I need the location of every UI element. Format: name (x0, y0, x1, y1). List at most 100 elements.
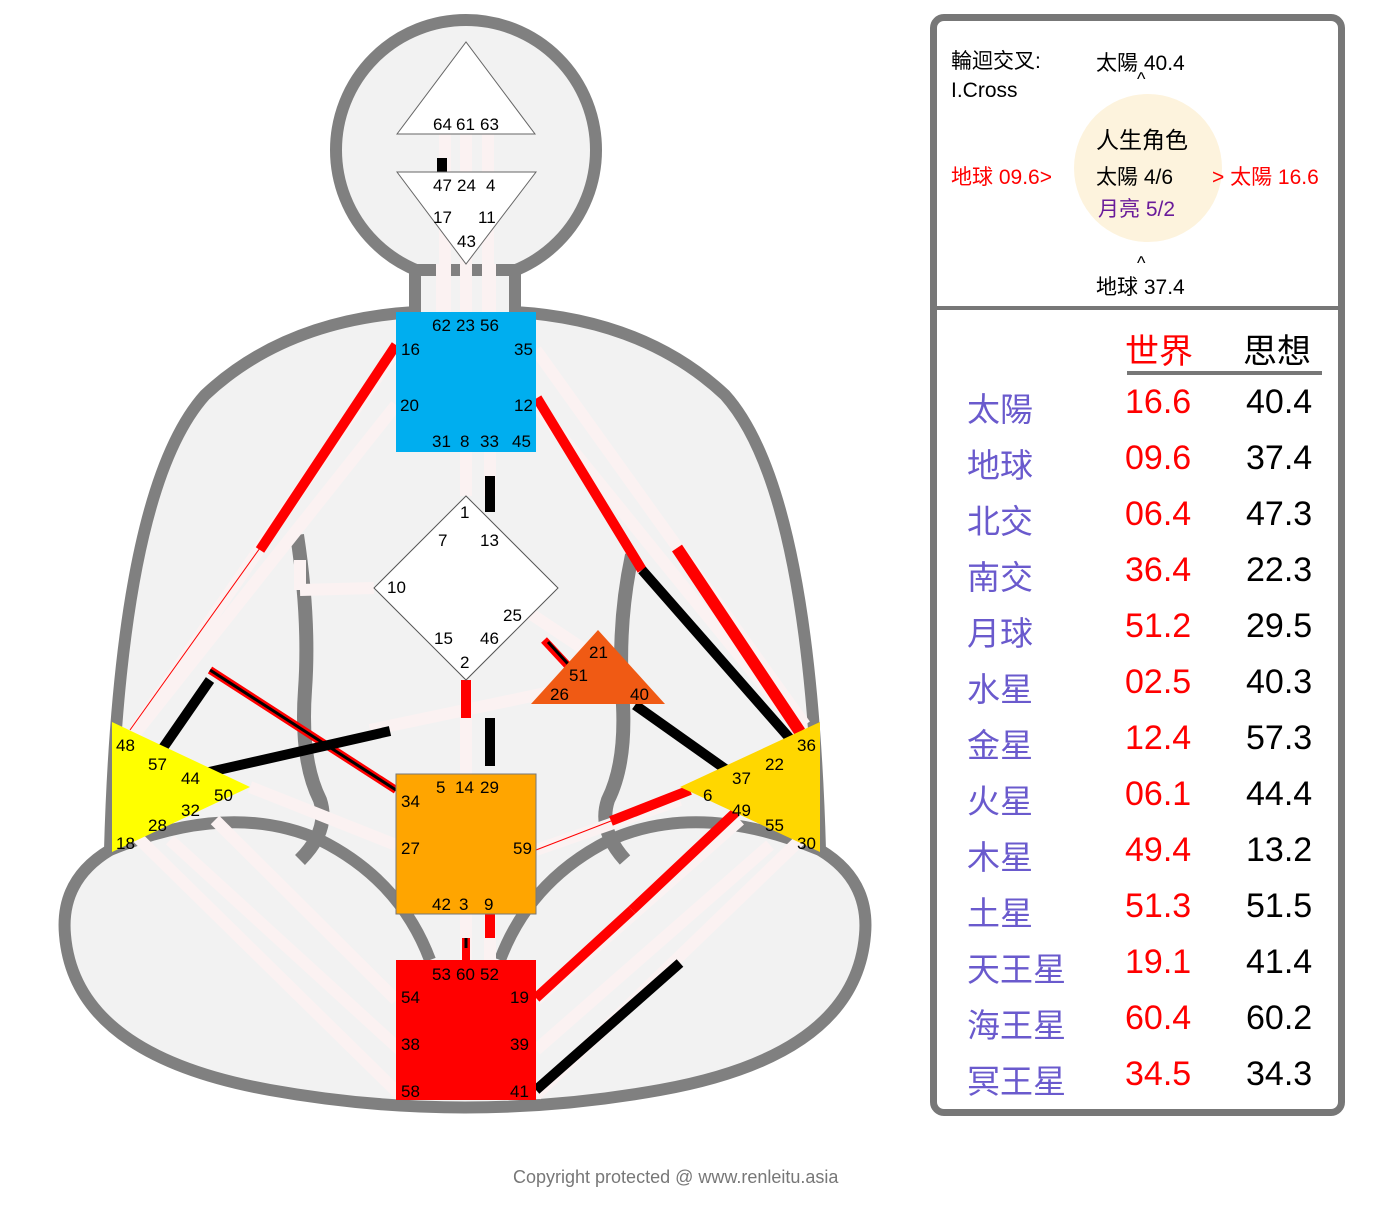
planet-thought-value: 57.3 (1246, 719, 1313, 757)
g-center (373, 495, 559, 681)
column-header-world: 世界 (1125, 333, 1193, 371)
gate-throat-0: 62 (432, 316, 451, 335)
design-channel-segment-2 (532, 395, 647, 573)
active-channels (129, 158, 805, 1094)
gate-spleen-3: 50 (214, 786, 233, 805)
gate-spleen-5: 28 (148, 816, 167, 835)
root-center (396, 960, 536, 1100)
gate-g-5: 15 (434, 629, 453, 648)
cross-right: > 太陽 16.6 (1212, 166, 1319, 189)
gate-throat-7: 31 (432, 432, 451, 451)
gate-sp-3: 6 (703, 786, 712, 805)
gate-ajna-4: 11 (478, 208, 496, 227)
planet-name: 月球 (967, 615, 1033, 652)
column-header-thought: 思想 (1243, 333, 1311, 371)
gate-g-4: 25 (503, 606, 522, 625)
gate-ajna-2: 4 (486, 176, 495, 195)
planet-world-value: 09.6 (1125, 439, 1192, 477)
gate-sp-2: 37 (732, 769, 751, 788)
gate-throat-8: 8 (460, 432, 469, 451)
gate-sacral-2: 29 (480, 778, 499, 797)
gate-throat-5: 20 (400, 396, 419, 415)
planet-name: 金星 (967, 727, 1033, 764)
gate-spleen-0: 48 (116, 736, 135, 755)
design-channel-segment-1 (129, 547, 261, 731)
gate-sp-0: 36 (797, 736, 816, 755)
planet-name: 北交 (967, 503, 1033, 540)
gate-root-4: 19 (510, 988, 529, 1007)
spleen-center (112, 722, 250, 852)
cross-left: 地球 09.6> (951, 166, 1052, 189)
inactive-channel-19 (165, 835, 405, 1055)
gate-ajna-3: 17 (433, 208, 452, 227)
gate-throat-3: 16 (401, 340, 420, 359)
inactive-channel-20 (210, 815, 401, 1005)
role-title: 人生角色 (1096, 127, 1188, 153)
planet-name: 冥王星 (967, 1063, 1066, 1100)
gate-throat-9: 33 (480, 432, 499, 451)
personality-channel-segment-13 (209, 668, 397, 792)
gate-root-6: 39 (510, 1035, 529, 1054)
planet-thought-value: 37.4 (1246, 439, 1313, 477)
planet-thought-value: 40.4 (1246, 383, 1313, 421)
planet-thought-value: 51.5 (1246, 887, 1313, 925)
gate-spleen-1: 57 (148, 755, 167, 774)
gate-throat-4: 35 (514, 340, 533, 359)
gate-root-2: 52 (480, 965, 499, 984)
inactive-channel-24 (247, 781, 399, 851)
design-channel-segment-0 (255, 342, 401, 553)
personality-channel-segment-19 (532, 959, 684, 1094)
sacral-center (395, 773, 537, 915)
planet-thought-value: 47.3 (1246, 495, 1313, 533)
gate-g-2: 13 (480, 531, 499, 550)
gate-sacral-6: 42 (432, 895, 451, 914)
planet-world-value: 49.4 (1125, 831, 1192, 869)
gate-spleen-2: 44 (181, 769, 200, 788)
gate-g-6: 46 (480, 629, 499, 648)
role-sun: 太陽 4/6 (1096, 166, 1174, 189)
planet-world-value: 51.2 (1125, 607, 1192, 645)
info-panel: 輪迴交叉: I.Cross 太陽 40.4 ^ 人生角色 太陽 4/6 月亮 5… (930, 14, 1345, 1116)
gate-root-8: 41 (510, 1082, 529, 1101)
cross-top: 太陽 40.4 (1096, 52, 1185, 75)
planet-name: 南交 (967, 559, 1033, 596)
design-channel-segment-17 (628, 808, 740, 914)
gate-sacral-7: 3 (459, 895, 468, 914)
personality-channel-segment-9 (546, 640, 570, 666)
gate-head-0: 64 (433, 115, 452, 134)
planet-name: 太陽 (967, 391, 1033, 428)
planet-thought-value: 44.4 (1246, 775, 1313, 813)
centers (112, 41, 820, 1100)
throat-center (396, 312, 536, 452)
gate-throat-10: 45 (512, 432, 531, 451)
planet-world-value: 06.1 (1125, 775, 1192, 813)
role-circle (1074, 94, 1222, 242)
planet-name: 土星 (967, 895, 1033, 932)
planet-world-value: 34.5 (1125, 1055, 1192, 1093)
gate-throat-6: 12 (514, 396, 533, 415)
inactive-channel-18 (125, 825, 405, 1100)
gate-spleen-4: 32 (181, 801, 200, 820)
cross-subtitle: I.Cross (951, 79, 1018, 102)
header-underline (1127, 371, 1322, 375)
gate-sacral-5: 59 (513, 839, 532, 858)
personality-channel-segment-14 (203, 726, 392, 778)
gate-root-1: 60 (456, 965, 475, 984)
panel-divider (937, 306, 1338, 310)
personality-channel-segment-11 (158, 677, 215, 751)
gate-ajna-1: 24 (457, 176, 476, 195)
planet-thought-value: 41.4 (1246, 943, 1313, 981)
solar-plexus-center (680, 722, 820, 852)
planet-name: 火星 (967, 783, 1033, 820)
gate-ego-1: 51 (569, 666, 588, 685)
gate-sp-5: 55 (765, 816, 784, 835)
